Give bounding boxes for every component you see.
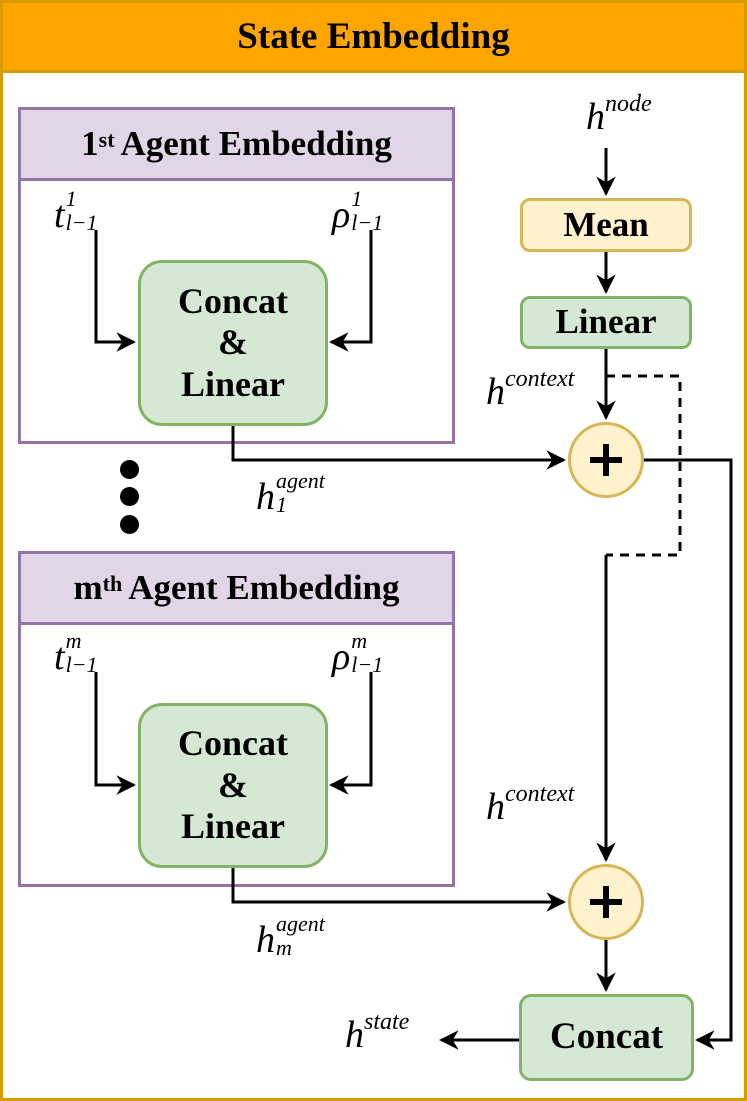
- agent-index: 1: [81, 124, 99, 163]
- linear-block: Linear: [520, 296, 692, 349]
- agent-ordinal: st: [98, 127, 115, 152]
- add-operator-1: [568, 422, 644, 498]
- mean-block: Mean: [520, 198, 692, 252]
- concat-linear-block-agentm: Concat & Linear: [138, 703, 328, 868]
- agent-index: m: [73, 568, 103, 607]
- block-line: Linear: [181, 806, 285, 847]
- agent-header-text: Agent Embedding: [120, 124, 392, 163]
- arrow-agent1-to-add1: [231, 425, 566, 470]
- arrow-t1-to-block: [94, 230, 136, 352]
- dashed-context-branch: [606, 374, 682, 557]
- plus-icon: [590, 444, 622, 476]
- block-line: Concat: [178, 280, 288, 321]
- block-line: &: [218, 322, 248, 363]
- context-label-bottom: hcontext: [486, 781, 575, 828]
- block-line: Linear: [181, 363, 285, 404]
- plus-icon: [590, 886, 622, 918]
- ellipsis-dot: [120, 460, 139, 479]
- arrow-tm-to-block: [94, 672, 136, 795]
- ellipsis-dot: [120, 487, 139, 506]
- output-h-state: hstate: [345, 1009, 410, 1056]
- agent-header-text: Agent Embedding: [128, 568, 400, 607]
- input-h-node: hnode: [586, 91, 652, 138]
- arrow-rho1-to-block: [329, 230, 373, 352]
- concat-linear-block-agent1: Concat & Linear: [138, 260, 328, 426]
- agent-ordinal: th: [102, 571, 123, 596]
- add-operator-2: [568, 864, 644, 940]
- block-line: &: [218, 764, 248, 805]
- ellipsis-dot: [120, 515, 139, 534]
- concat-block: Concat: [519, 994, 694, 1081]
- block-line: Concat: [178, 723, 288, 764]
- arrow-add1-to-concat: [644, 458, 733, 1050]
- frame-title: State Embedding: [3, 3, 744, 73]
- arrow-rhom-to-block: [329, 672, 373, 795]
- context-label-top: hcontext: [486, 366, 575, 413]
- arrow-agentm-to-add2: [231, 867, 566, 912]
